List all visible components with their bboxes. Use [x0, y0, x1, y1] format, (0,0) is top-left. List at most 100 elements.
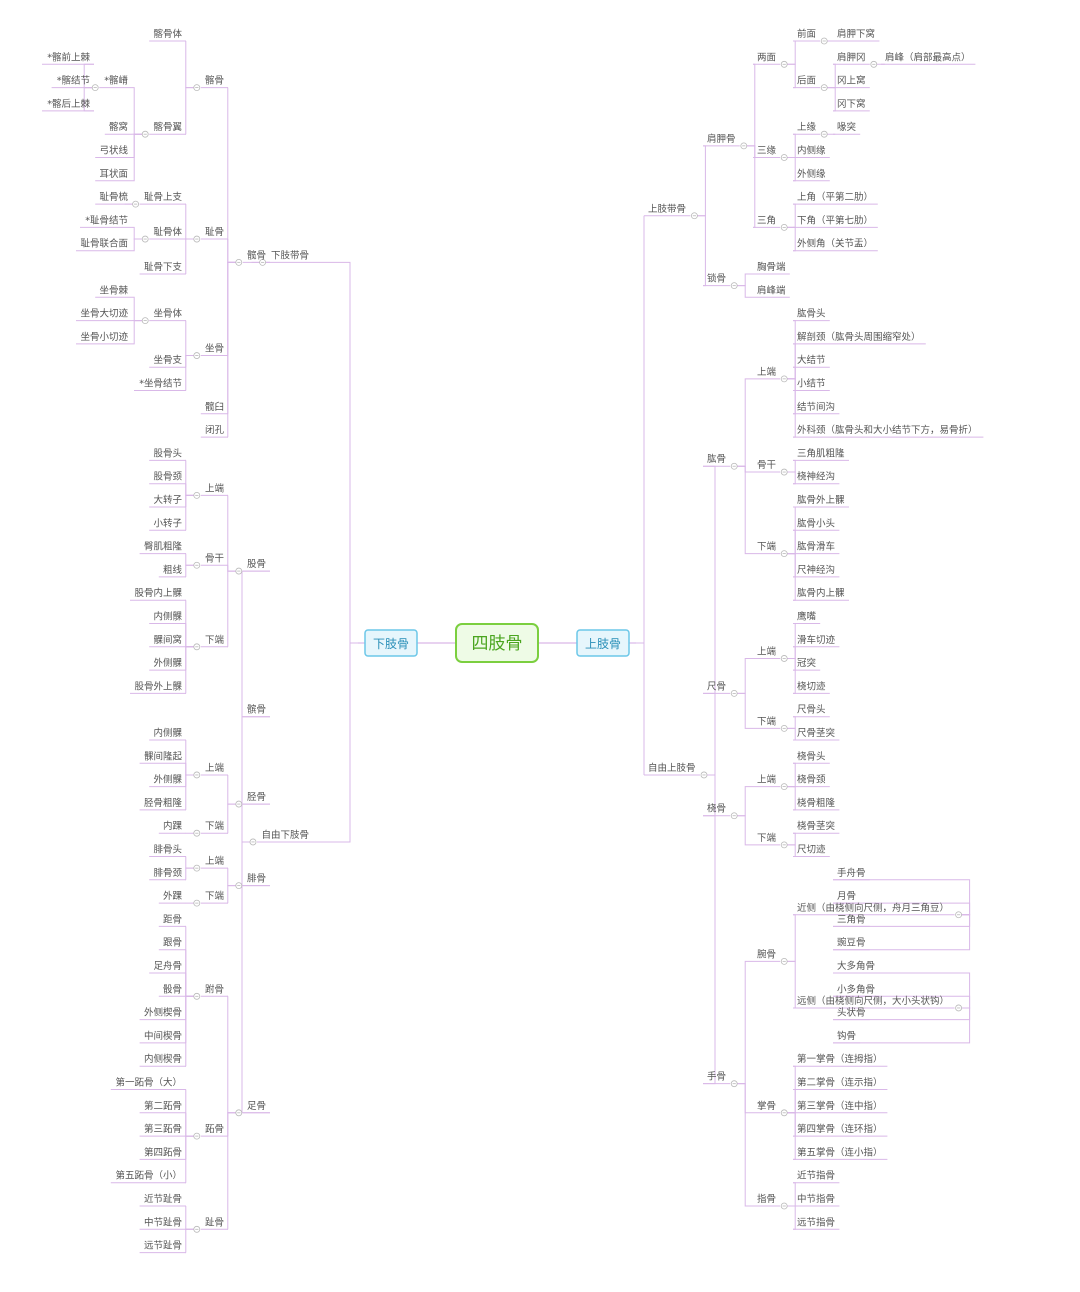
node-上角平第二肋[interactable]: 上角（平第二肋）	[797, 191, 873, 203]
node-第五跖骨小[interactable]: 第五跖骨（小）	[115, 1170, 182, 1182]
node-腓骨颈[interactable]: 腓骨颈	[153, 868, 182, 879]
node-上端[interactable]: 上端	[205, 762, 225, 774]
node-下端[interactable]: 下端	[757, 541, 777, 553]
node-闭孔[interactable]: 闭孔	[205, 424, 225, 436]
node-耻骨结节[interactable]: *耻骨结节	[85, 214, 128, 226]
node-下端[interactable]: 下端	[757, 715, 777, 727]
left-main-topic-box[interactable]	[364, 629, 418, 657]
node-坐骨大切迹[interactable]: 坐骨大切迹	[80, 308, 128, 320]
node-股骨头[interactable]: 股骨头	[153, 447, 182, 459]
node-三角肌粗隆[interactable]: 三角肌粗隆	[797, 447, 845, 459]
node-耻骨体[interactable]: 耻骨体	[153, 226, 182, 238]
node-距骨[interactable]: 距骨	[163, 914, 182, 925]
node-肩胛骨[interactable]: 肩胛骨	[707, 133, 736, 145]
node-耳状面[interactable]: 耳状面	[99, 168, 128, 180]
node-大转子[interactable]: 大转子	[153, 494, 182, 506]
node-近侧由桡侧向尺侧舟月三角豆[interactable]: 近侧（由桡侧向尺侧，舟月三角豆）	[797, 902, 949, 914]
node-外科颈肱骨头和大小结节下方易骨折[interactable]: 外科颈（肱骨头和大小结节下方，易骨折）	[797, 424, 978, 436]
node-中节趾骨[interactable]: 中节趾骨	[144, 1216, 182, 1228]
node-髂骨翼[interactable]: 髂骨翼	[153, 121, 182, 133]
node-冈上窝[interactable]: 冈上窝	[837, 75, 866, 87]
node-豌豆骨[interactable]: 豌豆骨	[837, 937, 866, 949]
node-指骨[interactable]: 指骨	[757, 1193, 776, 1205]
node-胫骨粗隆[interactable]: 胫骨粗隆	[144, 797, 183, 809]
node-第五掌骨连小指[interactable]: 第五掌骨（连小指）	[797, 1146, 883, 1158]
node-跗骨[interactable]: 跗骨	[205, 983, 224, 995]
node-跖骨[interactable]: 跖骨	[205, 1124, 224, 1135]
node-大多角骨[interactable]: 大多角骨	[837, 960, 875, 972]
node-上端[interactable]: 上端	[757, 366, 777, 378]
node-三角[interactable]: 三角	[757, 214, 776, 226]
node-桡骨颈[interactable]: 桡骨颈	[797, 774, 826, 786]
node-髁间窝[interactable]: 髁间窝	[153, 634, 182, 646]
node-上端[interactable]: 上端	[757, 645, 777, 657]
node-近节趾骨[interactable]: 近节趾骨	[144, 1193, 182, 1205]
node-坐骨支[interactable]: 坐骨支	[153, 354, 182, 366]
node-髋臼[interactable]: 髋臼	[205, 401, 224, 413]
root-topic-box[interactable]	[455, 623, 539, 663]
node-第一跖骨大[interactable]: 第一跖骨（大）	[115, 1077, 182, 1089]
node-桡骨头[interactable]: 桡骨头	[797, 750, 826, 762]
node-喙突[interactable]: 喙突	[837, 121, 857, 133]
node-外侧髁[interactable]: 外侧髁	[153, 774, 182, 786]
node-后面[interactable]: 后面	[797, 76, 816, 87]
node-小转子[interactable]: 小转子	[153, 517, 182, 529]
node-三角骨[interactable]: 三角骨	[837, 913, 866, 925]
node-粗线[interactable]: 粗线	[163, 564, 183, 576]
node-内侧髁[interactable]: 内侧髁	[153, 611, 182, 623]
node-上端[interactable]: 上端	[757, 774, 777, 786]
node-掌骨[interactable]: 掌骨	[757, 1101, 776, 1112]
node-坐骨小切迹[interactable]: 坐骨小切迹	[80, 331, 128, 343]
node-第二跖骨[interactable]: 第二跖骨	[144, 1100, 182, 1112]
node-自由下肢骨[interactable]: 自由下肢骨	[261, 829, 309, 841]
node-骨干[interactable]: 骨干	[757, 460, 776, 471]
node-股骨[interactable]: 股骨	[247, 559, 266, 570]
node-耻骨[interactable]: 耻骨	[205, 226, 224, 238]
node-腕骨[interactable]: 腕骨	[757, 948, 776, 960]
node-远节指骨[interactable]: 远节指骨	[797, 1216, 835, 1228]
node-坐骨[interactable]: 坐骨	[205, 344, 224, 355]
node-内侧缘[interactable]: 内侧缘	[797, 145, 826, 157]
node-手舟骨[interactable]: 手舟骨	[837, 867, 866, 879]
node-上端[interactable]: 上端	[205, 482, 225, 494]
node-大结节[interactable]: 大结节	[797, 354, 826, 366]
node-钩骨[interactable]: 钩骨	[837, 1030, 856, 1042]
node-解剖颈肱骨头周围缩窄处[interactable]: 解剖颈（肱骨头周围缩窄处）	[797, 331, 921, 343]
node-远侧由桡侧向尺侧大小头状钩[interactable]: 远侧（由桡侧向尺侧，大小头状钩）	[797, 995, 949, 1007]
node-足舟骨[interactable]: 足舟骨	[153, 960, 182, 972]
node-冠突[interactable]: 冠突	[797, 657, 817, 669]
node-桡神经沟[interactable]: 桡神经沟	[797, 471, 835, 483]
node-外侧缘[interactable]: 外侧缘	[797, 168, 826, 180]
node-骰骨[interactable]: 骰骨	[163, 984, 182, 995]
node-鹰嘴[interactable]: 鹰嘴	[797, 611, 817, 623]
node-髂嵴[interactable]: *髂嵴	[104, 75, 128, 87]
node-内踝[interactable]: 内踝	[163, 820, 183, 832]
node-下端[interactable]: 下端	[205, 634, 225, 646]
node-胫骨[interactable]: 胫骨	[247, 792, 266, 803]
node-结节间沟[interactable]: 结节间沟	[797, 401, 835, 413]
node-第四跖骨[interactable]: 第四跖骨	[144, 1146, 182, 1158]
node-髂骨体[interactable]: 髂骨体	[153, 28, 182, 40]
node-下端[interactable]: 下端	[205, 890, 225, 902]
node-外踝[interactable]: 外踝	[163, 890, 183, 902]
node-坐骨体[interactable]: 坐骨体	[153, 308, 182, 320]
node-髂窝[interactable]: 髂窝	[109, 121, 128, 133]
node-肩胛冈[interactable]: 肩胛冈	[837, 51, 866, 63]
right-main-topic-box[interactable]	[576, 629, 630, 657]
node-中间楔骨[interactable]: 中间楔骨	[144, 1030, 182, 1042]
node-肩胛下窝[interactable]: 肩胛下窝	[837, 28, 875, 40]
node-第三掌骨连中指[interactable]: 第三掌骨（连中指）	[797, 1100, 883, 1112]
node-弓状线[interactable]: 弓状线	[99, 145, 128, 157]
node-臀肌粗隆[interactable]: 臀肌粗隆	[144, 541, 183, 553]
node-髂骨[interactable]: 髂骨	[205, 75, 224, 87]
node-内侧髁[interactable]: 内侧髁	[153, 727, 182, 739]
node-腓骨头[interactable]: 腓骨头	[153, 844, 182, 856]
node-上端[interactable]: 上端	[205, 855, 225, 867]
node-耻骨梳[interactable]: 耻骨梳	[99, 191, 128, 203]
node-股骨内上髁[interactable]: 股骨内上髁	[134, 587, 182, 599]
node-第二掌骨连示指[interactable]: 第二掌骨（连示指）	[797, 1077, 883, 1089]
node-第一掌骨连拇指[interactable]: 第一掌骨（连拇指）	[797, 1053, 883, 1065]
node-下端[interactable]: 下端	[757, 832, 777, 844]
node-尺骨头[interactable]: 尺骨头	[797, 704, 826, 716]
node-下角平第七肋[interactable]: 下角（平第七肋）	[797, 214, 873, 226]
